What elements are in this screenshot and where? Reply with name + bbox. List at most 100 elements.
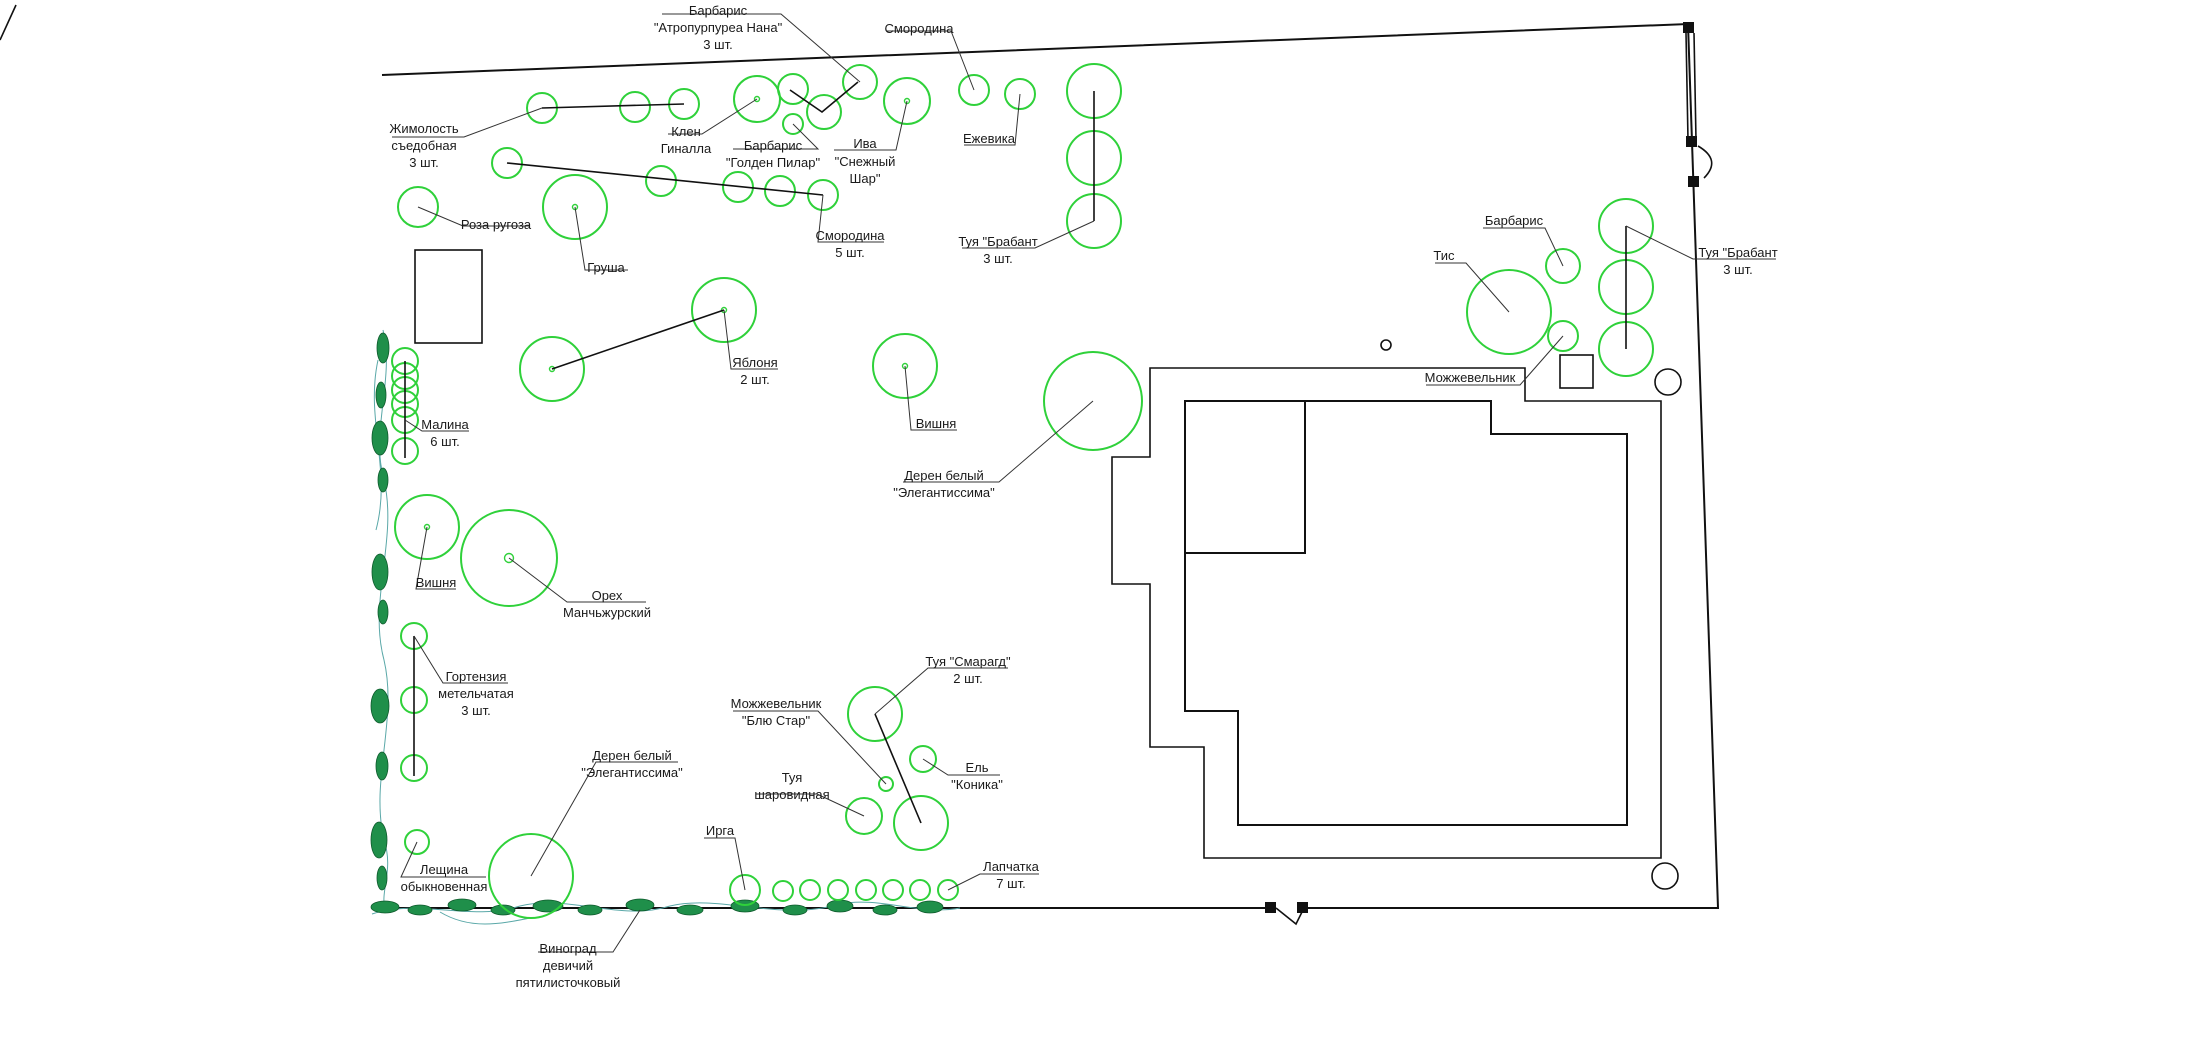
svg-text:2 шт.: 2 шт. [953,671,982,686]
svg-text:Лещина: Лещина [420,862,469,877]
thuja-smaragd-group [847,686,949,851]
svg-text:Лапчатка: Лапчатка [983,859,1039,874]
hydrangea-group [400,622,428,782]
label-cherry-left: Вишня [416,575,457,590]
svg-text:Малина: Малина [421,417,469,432]
svg-text:"Элегантиссима": "Элегантиссима" [893,485,995,500]
door-swing [1697,145,1713,179]
svg-text:обыкновенная: обыкновенная [401,879,488,894]
svg-text:"Блю Стар": "Блю Стар" [742,713,811,728]
svg-text:3 шт.: 3 шт. [461,703,490,718]
spruce-shrub [909,745,937,773]
label-thuja-brabant-right: Туя "Брабант 3 шт. [1698,245,1777,277]
svg-text:2 шт.: 2 шт. [740,372,769,387]
svg-text:6 шт.: 6 шт. [430,434,459,449]
label-willow: Ива "Снежный Шар" [835,136,896,186]
barberry-nana-group [777,64,878,130]
svg-text:Можжевельник: Можжевельник [1425,370,1516,385]
svg-text:Шар": Шар" [850,171,881,186]
gate-post [1686,136,1697,147]
walnut-tree [460,509,558,607]
svg-text:3 шт.: 3 шт. [703,37,732,52]
gate-post [1297,902,1308,913]
label-yew: Тис [1433,248,1455,263]
svg-text:Ирга: Ирга [706,823,735,838]
svg-text:Яблоня: Яблоня [732,355,777,370]
svg-text:"Элегантиссима": "Элегантиссима" [581,765,683,780]
svg-text:5 шт.: 5 шт. [835,245,864,260]
label-apple: Яблоня 2 шт. [732,355,777,387]
svg-text:Гиналла: Гиналла [661,141,712,156]
label-dogwood-center: Дерен белый "Элегантиссима" [893,468,995,500]
vine-left [370,329,390,911]
svg-text:3 шт.: 3 шт. [409,155,438,170]
label-currant-top: Смородина [885,21,955,36]
label-thuja-brabant-center: Туя "Брабант 3 шт. [958,234,1037,266]
svg-text:"Коника": "Коника" [951,777,1003,792]
svg-text:3 шт.: 3 шт. [1723,262,1752,277]
gate-post [1265,902,1276,913]
juniper-bluestar-shrub [878,776,894,792]
thuja-brabant-center-group [1066,63,1122,249]
apple-trees [519,277,757,402]
svg-text:Ежевика: Ежевика [963,131,1016,146]
svg-text:Тис: Тис [1433,248,1455,263]
label-hazel: Лещина обыкновенная [401,862,488,894]
potentilla-row [772,879,959,902]
svg-text:пятилисточковый: пятилисточковый [516,975,621,990]
svg-text:Клен: Клен [671,124,701,139]
svg-text:Роза ругоза: Роза ругоза [461,217,532,232]
svg-text:3 шт.: 3 шт. [983,251,1012,266]
house-outline [1111,367,1662,859]
currant-shrub [958,74,990,106]
svg-text:Туя "Брабант: Туя "Брабант [1698,245,1777,260]
honeysuckle-group [526,88,700,124]
svg-text:Виноград: Виноград [539,941,597,956]
gate-post [1688,176,1699,187]
label-hydrangea: Гортензия метельчатая 3 шт. [438,669,514,718]
willow-tree [883,77,931,125]
svg-text:"Снежный: "Снежный [835,154,896,169]
svg-text:Вишня: Вишня [916,416,957,431]
svg-text:Жимолость: Жимолость [389,121,459,136]
label-irga: Ирга [706,823,735,838]
house-room [1184,400,1306,554]
rose-shrub [397,186,439,228]
yew-tree [1466,269,1552,355]
leader-lines [392,13,1776,953]
label-raspberry: Малина 6 шт. [421,417,469,449]
barberry-right-shrub [1545,248,1581,284]
currant-row [491,147,839,211]
label-pear: Груша [587,260,625,275]
gate-post [1683,22,1694,33]
svg-text:Смородина: Смородина [816,228,886,243]
label-barberry-right: Барбарис [1485,213,1544,228]
svg-text:Вишня: Вишня [416,575,457,590]
svg-text:Груша: Груша [587,260,625,275]
svg-text:Туя "Смарагд": Туя "Смарагд" [925,654,1011,669]
svg-text:7 шт.: 7 шт. [996,876,1025,891]
svg-text:Ива: Ива [853,136,877,151]
label-rose: Роза ругоза [461,217,532,232]
label-cherry-center: Вишня [916,416,957,431]
label-grape: Виноград девичий пятилисточковый [516,941,621,990]
label-barberry-nana: Барбарис "Атропурпуреа Нана" 3 шт. [654,3,783,52]
svg-text:Гортензия: Гортензия [446,669,507,684]
dogwood-center-shrub [1043,351,1143,451]
label-thuja-smaragd: Туя "Смарагд" 2 шт. [925,654,1011,686]
well [1380,339,1392,351]
raspberry-group [391,347,419,465]
label-honeysuckle: Жимолость съедобная 3 шт. [389,121,459,170]
label-juniper-right: Можжевельник [1425,370,1516,385]
label-juniper-bluestar: Можжевельник "Блю Стар" [731,696,822,728]
label-dogwood-bottom: Дерен белый "Элегантиссима" [581,748,683,780]
svg-text:Дерен белый: Дерен белый [592,748,672,763]
label-spruce: Ель "Коника" [951,760,1003,792]
svg-text:Туя: Туя [782,770,803,785]
svg-text:Манчьжурский: Манчьжурский [563,605,651,620]
label-maple: Клен Гиналла [661,124,712,156]
thuja-globe-shrub [845,797,883,835]
blackberry-shrub [1004,78,1036,110]
label-potentilla: Лапчатка 7 шт. [983,859,1039,891]
